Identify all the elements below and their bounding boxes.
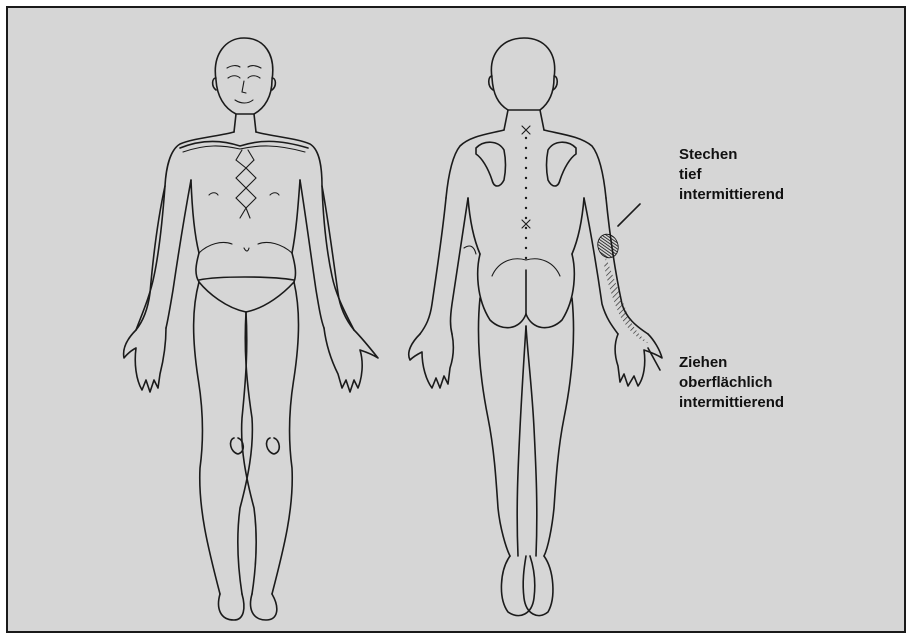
front-left-hand (124, 328, 166, 392)
spine-markers (525, 137, 527, 259)
pain-area-deep (594, 231, 621, 260)
body-chart (8, 8, 904, 631)
annotation-pulling-line-2: oberflächlich (679, 373, 784, 393)
back-left-foot (501, 556, 534, 616)
annotation-stabbing-line-2: tief (679, 165, 784, 185)
back-head (491, 38, 554, 110)
annotation-pulling: Ziehen oberflächlich intermittierend (679, 353, 784, 413)
diagram-frame: Stechen tief intermittierend Ziehen ober… (6, 6, 906, 633)
back-left-hand (409, 334, 454, 388)
annotation-pulling-line-3: intermittierend (679, 393, 784, 413)
front-right-foot (251, 594, 277, 620)
back-body-outline (409, 38, 662, 616)
annotation-stabbing-line-1: Stechen (679, 145, 784, 165)
leader-line-stabbing (618, 204, 640, 226)
annotation-stabbing-line-3: intermittierend (679, 185, 784, 205)
front-body-outline (124, 38, 378, 620)
back-right-foot (523, 556, 553, 616)
front-right-hand (324, 328, 378, 392)
annotation-pulling-line-1: Ziehen (679, 353, 784, 373)
front-left-foot (219, 594, 244, 620)
leader-line-pulling (648, 348, 660, 370)
annotation-stabbing: Stechen tief intermittierend (679, 145, 784, 205)
